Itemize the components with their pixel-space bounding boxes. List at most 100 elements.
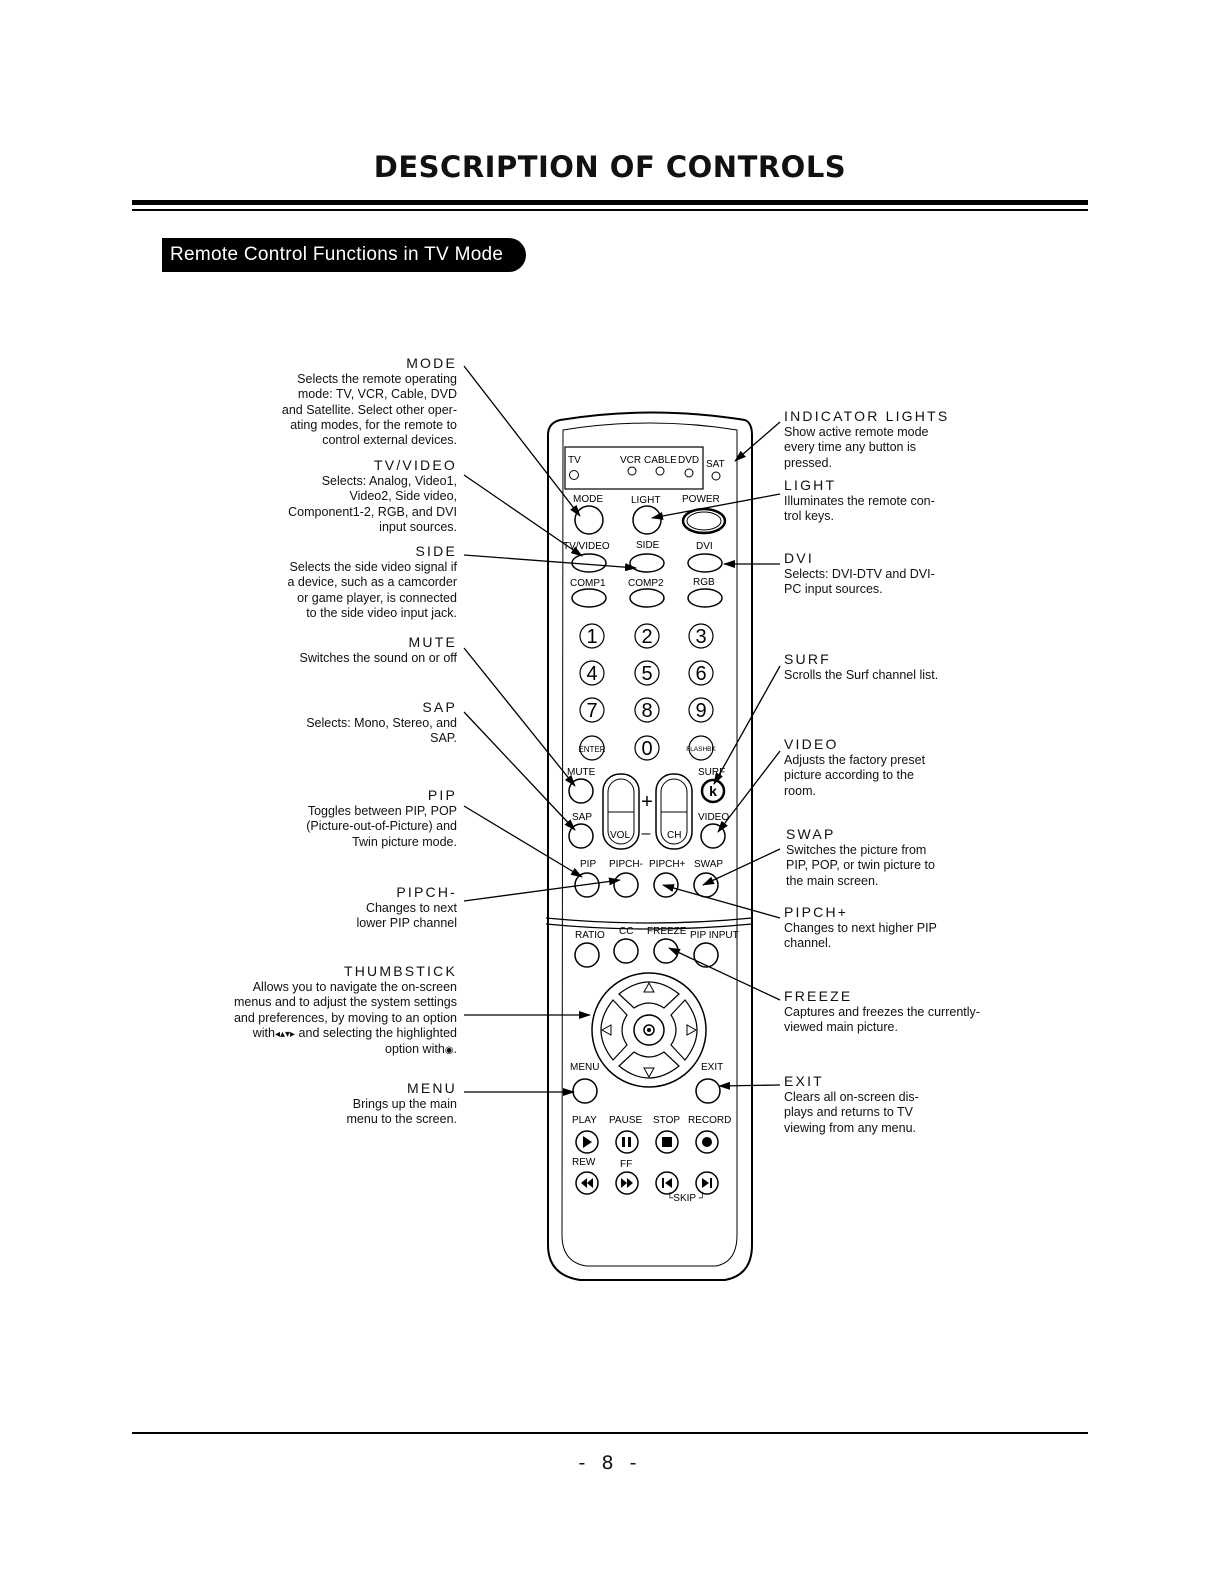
- thumbstick-right-pad[interactable]: [670, 999, 698, 1061]
- surf-button[interactable]: [700, 778, 726, 804]
- rewind-icon: [581, 1178, 593, 1188]
- remote-divider: [545, 923, 753, 930]
- indicator-tv-light: [569, 470, 579, 480]
- thumbstick-directions-icon: ◂▴▾▸: [274, 1028, 296, 1040]
- stop-button-label: STOP: [653, 1115, 680, 1126]
- callout-description: Selects: Analog, Video1, Video2, Side vi…: [288, 474, 457, 534]
- indicator-sat-label: SAT: [706, 459, 725, 470]
- callout-heading: DVI: [784, 550, 814, 566]
- channel-rocker-label: CH: [667, 830, 681, 841]
- mode-button-label: MODE: [573, 494, 603, 505]
- header-rule-thick: [132, 200, 1088, 205]
- digit-1-button[interactable]: [579, 623, 605, 649]
- pip-input-button[interactable]: [693, 942, 719, 968]
- rew-button-label: REW: [572, 1157, 596, 1168]
- comp2-button[interactable]: [629, 588, 665, 608]
- digit-3-button[interactable]: [688, 623, 714, 649]
- digit-2-button[interactable]: [634, 623, 660, 649]
- digit-5-label: 5: [641, 663, 652, 685]
- thumbstick-up-pad[interactable]: [618, 981, 680, 1009]
- thumbstick[interactable]: [591, 972, 707, 1088]
- skip-forward-icon: [702, 1178, 712, 1188]
- digit-8-button[interactable]: [634, 697, 660, 723]
- page-number: - 8 -: [578, 1452, 642, 1474]
- pip-button-label: PIP: [580, 859, 596, 870]
- pipch-minus-button[interactable]: [613, 872, 639, 898]
- indicator-dvd-light: [684, 468, 694, 478]
- pause-icon: [622, 1137, 631, 1147]
- side-button[interactable]: [629, 553, 665, 573]
- callout-description: Show active remote mode every time any b…: [784, 425, 929, 470]
- callout-leader-lines: [463, 365, 637, 1096]
- digit-9-button[interactable]: [688, 697, 714, 723]
- exit-button[interactable]: [695, 1078, 721, 1104]
- callout-description: Illuminates the remote con- trol keys.: [784, 494, 935, 524]
- enter-button[interactable]: [579, 735, 605, 761]
- callout-description: Scrolls the Surf channel list.: [784, 668, 939, 682]
- dvi-button[interactable]: [687, 553, 723, 573]
- power-button[interactable]: [681, 507, 727, 535]
- rgb-button[interactable]: [687, 588, 723, 608]
- pipch-minus-button-label: PIPCH-: [609, 859, 643, 870]
- digit-0-button[interactable]: [634, 735, 660, 761]
- digit-5-button[interactable]: [634, 660, 660, 686]
- callout-description-line: option with◉.: [385, 1042, 457, 1057]
- callout-pipch-plus: PIPCH+ Changes to next higher PIP channe…: [784, 904, 937, 952]
- pipch-plus-button[interactable]: [653, 872, 679, 898]
- callout-heading: MENU: [406, 1080, 457, 1096]
- remote-body-inner: [561, 422, 738, 1267]
- skip-group-label: └SKIP ┘: [666, 1191, 706, 1204]
- light-button[interactable]: [632, 505, 662, 535]
- digit-3-label: 3: [695, 626, 706, 648]
- callout-description: Selects the side video signal if a devic…: [287, 560, 457, 620]
- callout-heading: PIP: [427, 787, 457, 803]
- indicator-vcr-light: [627, 466, 637, 476]
- ratio-button[interactable]: [574, 942, 600, 968]
- skip-back-icon: [662, 1178, 672, 1188]
- record-icon: [702, 1137, 712, 1147]
- callout-pipch-minus: PIPCH- Changes to next lower PIP channel: [356, 884, 457, 932]
- callout-description: Brings up the main menu to the screen.: [346, 1097, 457, 1127]
- callout-mute: MUTE Switches the sound on or off: [299, 634, 457, 666]
- pause-button[interactable]: [615, 1130, 639, 1154]
- callout-swap: SWAP Switches the picture from PIP, POP,…: [786, 826, 935, 889]
- callout-description: Selects: Mono, Stereo, and SAP.: [306, 716, 457, 746]
- flashbk-button[interactable]: [688, 735, 714, 761]
- arrow-up-icon: [643, 981, 655, 993]
- tv-video-button-label: TV/VIDEO: [563, 541, 610, 552]
- footer-rule: [132, 1432, 1088, 1434]
- thumbstick-down-pad[interactable]: [618, 1051, 680, 1079]
- callout-mode: MODE Selects the remote operating mode: …: [282, 355, 457, 448]
- digit-7-button[interactable]: [579, 697, 605, 723]
- callout-thumbstick: THUMBSTICK Allows you to navigate the on…: [234, 963, 457, 1058]
- cc-button-label: CC: [619, 926, 633, 937]
- thumbstick-left-pad[interactable]: [600, 999, 628, 1061]
- section-heading: Remote Control Functions in TV Mode: [162, 238, 526, 272]
- comp1-button[interactable]: [571, 588, 607, 608]
- callout-description-line: with◂▴▾▸ and selecting the highlighted: [252, 1025, 457, 1040]
- mute-button-label: MUTE: [567, 767, 596, 778]
- indicator-cable-label: CABLE: [644, 455, 677, 466]
- callout-heading: LIGHT: [784, 477, 837, 493]
- digit-2-label: 2: [641, 626, 652, 648]
- menu-button[interactable]: [572, 1078, 598, 1104]
- stop-icon: [662, 1137, 672, 1147]
- digit-6-button[interactable]: [688, 660, 714, 686]
- ratio-button-label: RATIO: [575, 930, 605, 941]
- side-button-label: SIDE: [636, 540, 660, 551]
- callout-dvi: DVI Selects: DVI-DTV and DVI- PC input s…: [784, 550, 935, 598]
- digit-6-label: 6: [695, 663, 706, 685]
- indicator-sat-light: [711, 471, 721, 481]
- arrow-right-icon: [686, 1024, 698, 1036]
- swap-button[interactable]: [693, 872, 719, 898]
- enter-button-label: ENTER: [578, 745, 605, 754]
- rgb-button-label: RGB: [693, 577, 715, 588]
- digit-4-label: 4: [586, 663, 597, 685]
- mode-button[interactable]: [574, 505, 604, 535]
- callout-description: Selects the remote operating mode: TV, V…: [281, 372, 457, 448]
- play-button-label: PLAY: [572, 1115, 597, 1126]
- cc-button[interactable]: [613, 938, 639, 964]
- callout-description: Changes to next higher PIP channel.: [784, 921, 937, 951]
- digit-4-button[interactable]: [579, 660, 605, 686]
